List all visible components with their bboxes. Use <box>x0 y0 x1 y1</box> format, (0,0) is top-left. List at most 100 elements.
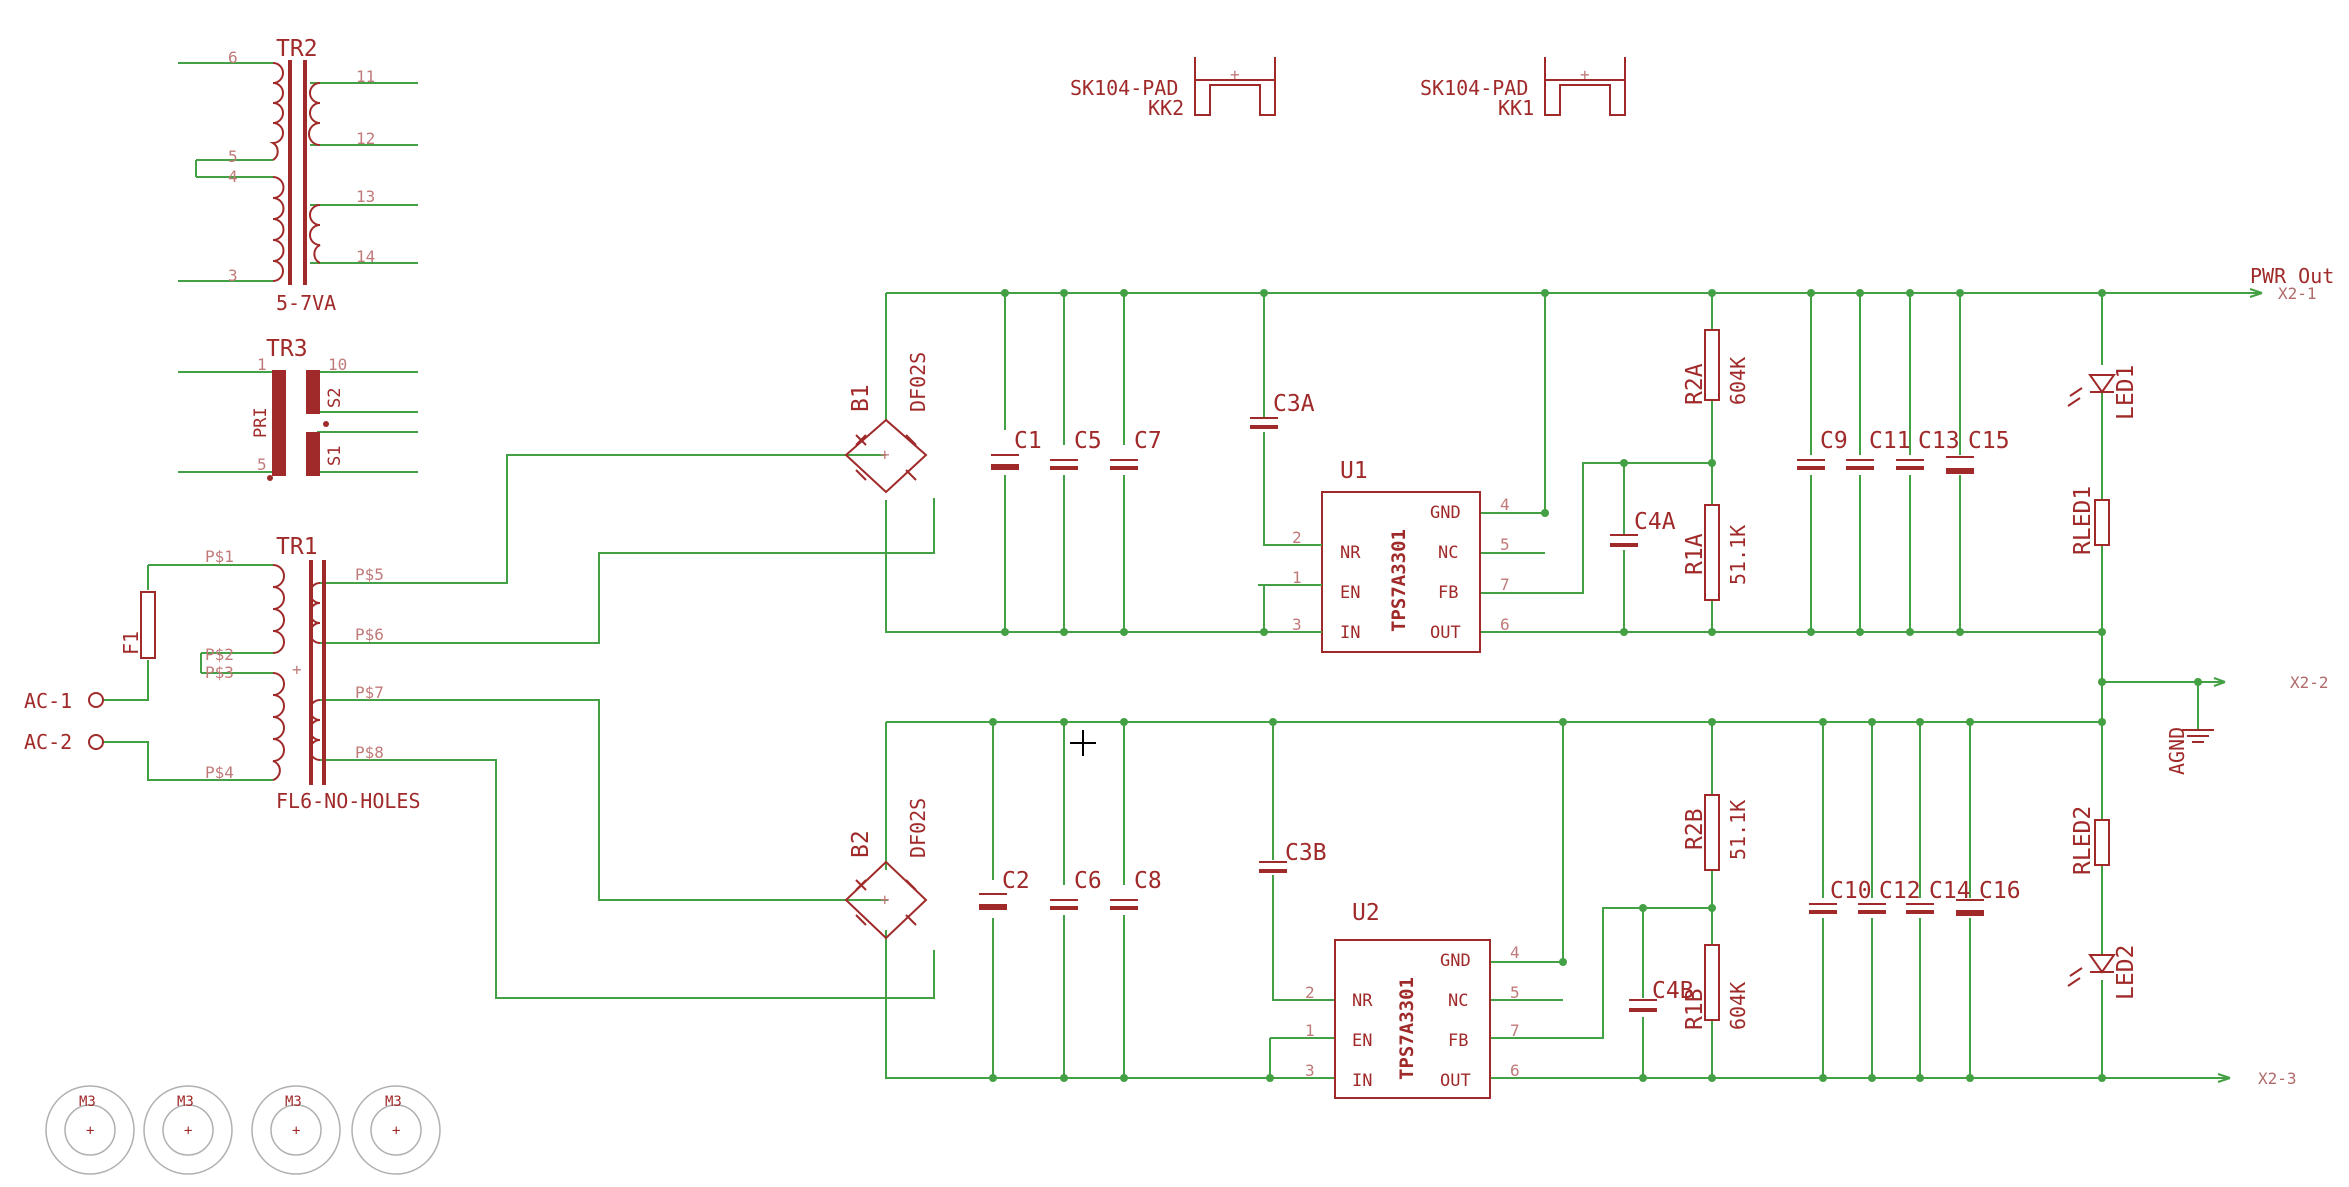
svg-text:GND: GND <box>1430 503 1461 523</box>
svg-text:SK104-PAD: SK104-PAD <box>1070 76 1178 100</box>
svg-text:11: 11 <box>356 67 375 86</box>
svg-text:2: 2 <box>1305 983 1315 1002</box>
capacitors-lower[interactable]: C2 C6 C8 C3B C4B C10 C12 C14 C16 <box>979 840 2021 1012</box>
transformer-tr1[interactable]: TR1 FL6-NO-HOLES P$1 P$2 P$3 P$4 P$5 P$6… <box>88 454 935 999</box>
svg-text:OUT: OUT <box>1440 1071 1471 1091</box>
svg-text:KK1: KK1 <box>1498 96 1534 120</box>
svg-text:604K: 604K <box>1726 357 1750 405</box>
bridge-rectifier-b2[interactable]: + B2 DF02S <box>844 798 930 940</box>
svg-text:604K: 604K <box>1726 982 1750 1030</box>
svg-text:C14: C14 <box>1929 878 1971 904</box>
svg-text:+: + <box>880 445 890 464</box>
svg-text:P$1: P$1 <box>205 547 234 566</box>
svg-text:3: 3 <box>1292 615 1302 634</box>
svg-text:S2: S2 <box>325 388 345 408</box>
svg-text:C7: C7 <box>1134 428 1162 454</box>
svg-text:1: 1 <box>257 355 267 374</box>
resistors[interactable]: R2A 604K R1A 51.1K R2B 51.1K R1B 604K RL… <box>1682 329 2110 1030</box>
svg-text:B1: B1 <box>848 384 874 412</box>
svg-text:+: + <box>1580 65 1590 84</box>
svg-text:NR: NR <box>1352 991 1373 1011</box>
transformer-tr2[interactable]: TR2 5-7VA 6 5 4 3 11 12 13 14 <box>178 36 418 315</box>
svg-text:P$2: P$2 <box>205 645 234 664</box>
x2-1-label: X2-1 <box>2278 284 2317 303</box>
svg-text:RLED1: RLED1 <box>2070 486 2096 555</box>
svg-text:6: 6 <box>1500 615 1510 634</box>
svg-text:C16: C16 <box>1979 878 2021 904</box>
svg-text:IN: IN <box>1340 623 1360 643</box>
svg-text:C15: C15 <box>1968 428 2010 454</box>
svg-text:C5: C5 <box>1074 428 1102 454</box>
svg-text:P$8: P$8 <box>355 743 384 762</box>
led-led1[interactable]: LED1 <box>2067 365 2139 420</box>
svg-text:P$4: P$4 <box>205 763 234 782</box>
svg-text:+: + <box>1230 65 1240 84</box>
transformer-tr3[interactable]: TR3 1 5 10 PRI S2 S1 <box>178 336 418 481</box>
svg-text:C4A: C4A <box>1634 509 1676 535</box>
svg-text:IN: IN <box>1352 1071 1372 1091</box>
svg-text:TR3: TR3 <box>266 336 308 362</box>
svg-text:6: 6 <box>1510 1061 1520 1080</box>
svg-text:OUT: OUT <box>1430 623 1461 643</box>
svg-text:GND: GND <box>1440 951 1471 971</box>
svg-text:TR1: TR1 <box>276 534 318 560</box>
svg-text:C6: C6 <box>1074 868 1102 894</box>
svg-text:PRI: PRI <box>251 407 271 438</box>
svg-text:P$7: P$7 <box>355 683 384 702</box>
svg-text:FB: FB <box>1448 1031 1468 1051</box>
svg-text:R2B: R2B <box>1682 808 1708 850</box>
fuse-f1[interactable]: F1 <box>119 631 143 655</box>
svg-text:C10: C10 <box>1830 878 1872 904</box>
svg-text:4: 4 <box>1510 943 1520 962</box>
junctions <box>989 289 2202 1082</box>
svg-text:B2: B2 <box>848 830 874 858</box>
svg-text:TPS7A3301: TPS7A3301 <box>1396 977 1418 1080</box>
svg-text:M3: M3 <box>177 1094 194 1110</box>
svg-text:FB: FB <box>1438 583 1458 603</box>
svg-text:4: 4 <box>1500 495 1510 514</box>
svg-text:2: 2 <box>1292 528 1302 547</box>
heatsink-kk1[interactable]: SK104-PAD KK1 + <box>1420 57 1626 120</box>
pwr-out-label: PWR Out <box>2250 264 2334 288</box>
led-led2[interactable]: LED2 <box>2067 945 2139 1000</box>
svg-text:+: + <box>292 1123 300 1139</box>
svg-text:3: 3 <box>1305 1061 1315 1080</box>
capacitors-upper[interactable]: C1 C5 C7 C3A C4A C9 C11 C13 C15 <box>991 391 2010 547</box>
svg-text:EN: EN <box>1352 1031 1372 1051</box>
wires-upper <box>885 288 2263 1078</box>
svg-text:EN: EN <box>1340 583 1360 603</box>
svg-text:C12: C12 <box>1879 878 1921 904</box>
svg-text:C9: C9 <box>1820 428 1848 454</box>
svg-text:SK104-PAD: SK104-PAD <box>1420 76 1528 100</box>
svg-text:C8: C8 <box>1134 868 1162 894</box>
svg-text:1: 1 <box>1292 568 1302 587</box>
svg-text:U2: U2 <box>1352 900 1380 926</box>
svg-text:12: 12 <box>356 129 375 148</box>
bridge-rectifier-b1[interactable]: + B1 DF02S <box>844 352 930 494</box>
svg-text:LED1: LED1 <box>2113 365 2139 420</box>
regulator-u2[interactable]: U2 TPS7A3301 NR EN IN GND NC FB OUT 2 1 … <box>1305 900 1520 1099</box>
regulator-u1[interactable]: U1 TPS7A3301 NR EN IN GND NC FB OUT 2 1 … <box>1258 458 1510 653</box>
x2-2-label: X2-2 <box>2290 673 2329 692</box>
svg-text:10: 10 <box>328 355 347 374</box>
x2-3-label: X2-3 <box>2258 1069 2297 1088</box>
svg-text:FL6-NO-HOLES: FL6-NO-HOLES <box>276 789 421 813</box>
tr2-value: 5-7VA <box>276 291 336 315</box>
mounting-holes[interactable]: M3 M3 M3 M3 + + + + <box>45 1085 441 1175</box>
svg-text:C4B: C4B <box>1652 978 1694 1004</box>
heatsink-kk2[interactable]: SK104-PAD KK2 + <box>1070 57 1276 120</box>
svg-text:7: 7 <box>1500 575 1510 594</box>
svg-text:14: 14 <box>356 247 375 266</box>
svg-text:S1: S1 <box>325 446 345 466</box>
svg-text:3: 3 <box>228 266 238 285</box>
svg-text:5: 5 <box>1500 535 1510 554</box>
svg-text:DF02S: DF02S <box>906 352 930 412</box>
svg-text:TPS7A3301: TPS7A3301 <box>1388 529 1410 632</box>
svg-text:F1: F1 <box>119 631 143 655</box>
svg-text:4: 4 <box>228 167 238 186</box>
svg-text:P$5: P$5 <box>355 565 384 584</box>
svg-text:M3: M3 <box>79 1094 96 1110</box>
svg-text:NR: NR <box>1340 543 1361 563</box>
svg-text:KK2: KK2 <box>1148 96 1184 120</box>
